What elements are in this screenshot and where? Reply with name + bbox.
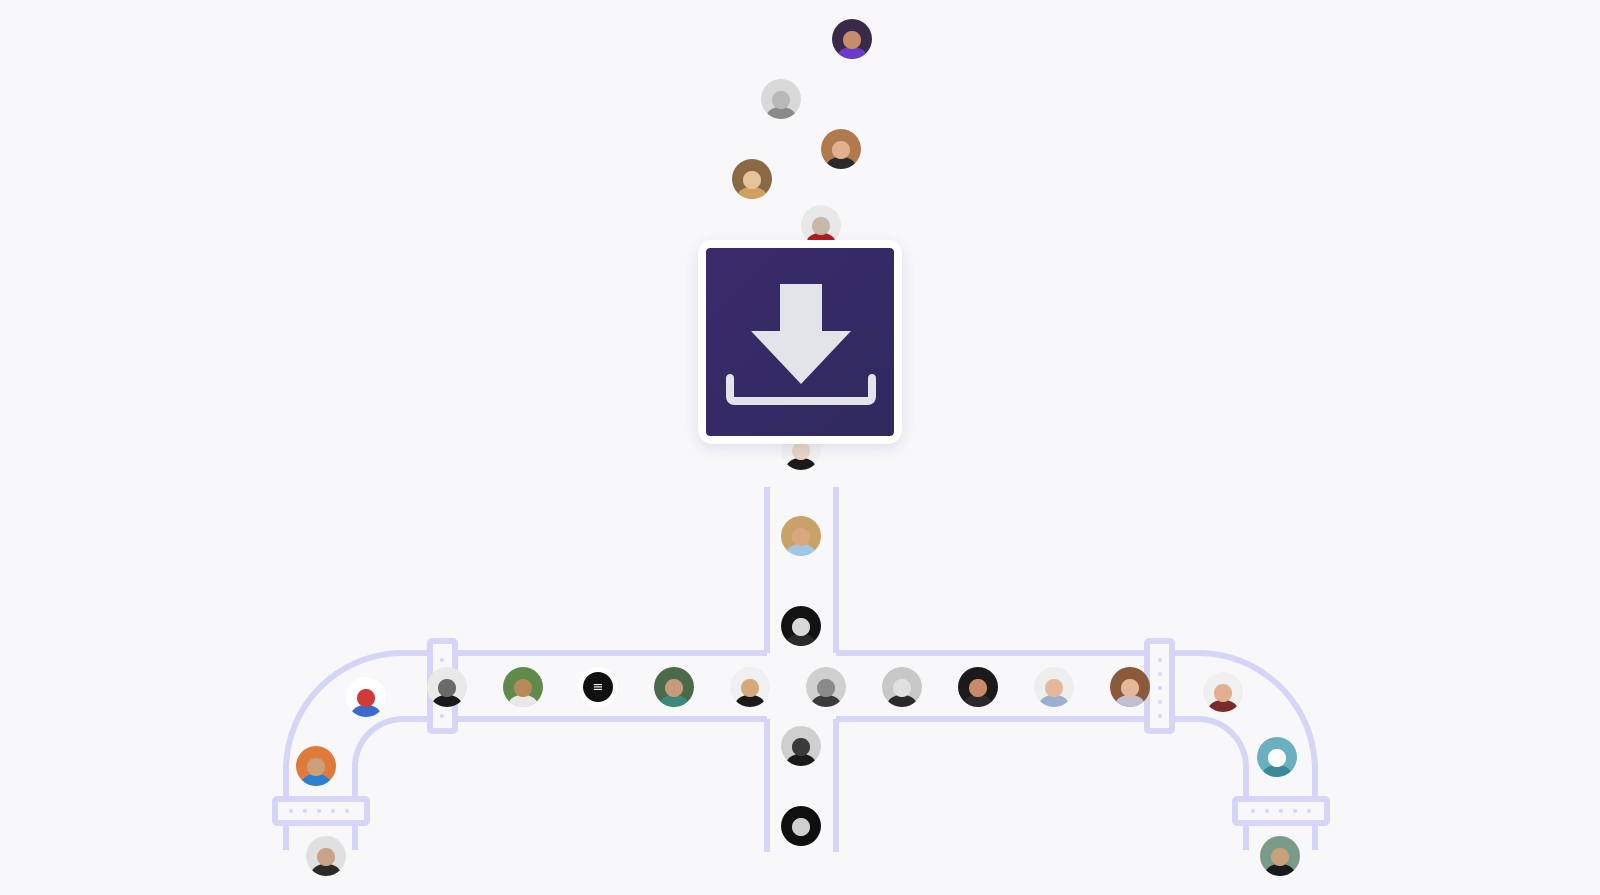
avatar-face: [1214, 684, 1232, 702]
avatar-face: [307, 758, 325, 776]
avatar-shoulders: [1261, 765, 1293, 777]
avatar-shoulders: [310, 864, 342, 876]
avatar-horizontal-pipe-2: [503, 667, 543, 707]
right-outlet-flange: [1232, 796, 1330, 826]
avatar-shoulders: [1264, 864, 1296, 876]
avatar-face: [792, 818, 810, 836]
avatar-horizontal-pipe-3: ≡: [578, 667, 618, 707]
avatar-face: [438, 679, 456, 697]
right-elbow-outer: [1172, 650, 1318, 850]
avatar-right-branch-2: [1257, 737, 1297, 777]
avatar-face: [1268, 749, 1286, 767]
avatar-left-branch-2: [296, 746, 336, 786]
avatar-left-branch-1: [346, 677, 386, 717]
avatar-shoulders: [765, 107, 797, 119]
avatar-shoulders: [350, 705, 382, 717]
avatar-shoulders: [962, 695, 994, 707]
avatar-face: [1045, 679, 1063, 697]
avatar-face: [792, 738, 810, 756]
avatar-horizontal-pipe-8: [958, 667, 998, 707]
avatar-shoulders: [785, 458, 817, 470]
avatar-face: [792, 528, 810, 546]
avatar-left-branch-3: [306, 836, 346, 876]
hexagon-logo-icon: ≡: [583, 672, 613, 702]
avatar-face: [357, 689, 375, 707]
avatar-face: [772, 91, 790, 109]
avatar-vertical-pipe-4: [781, 806, 821, 846]
avatar-falling-2: [761, 79, 801, 119]
avatar-shoulders: [785, 754, 817, 766]
avatar-face: [743, 171, 761, 189]
avatar-shoulders: [658, 695, 690, 707]
avatar-horizontal-pipe-10: [1110, 667, 1150, 707]
left-outlet-flange: [272, 796, 370, 826]
avatar-shoulders: [300, 774, 332, 786]
avatar-shoulders: [825, 157, 857, 169]
avatar-horizontal-pipe-6: [806, 667, 846, 707]
avatar-shoulders: [734, 695, 766, 707]
avatar-shoulders: [1038, 695, 1070, 707]
avatar-face: [969, 679, 987, 697]
avatar-shoulders: [736, 187, 768, 199]
avatar-shoulders: [785, 544, 817, 556]
avatar-face: [741, 679, 759, 697]
avatar-face: [817, 679, 835, 697]
avatar-horizontal-pipe-7: [882, 667, 922, 707]
avatar-face: [832, 141, 850, 159]
avatar-vertical-pipe-2: [781, 606, 821, 646]
avatar-falling-5: [801, 205, 841, 245]
right-joint-flange: [1144, 638, 1175, 734]
avatar-vertical-pipe-3: [781, 726, 821, 766]
avatar-vertical-pipe-1: [781, 516, 821, 556]
avatar-shoulders: [1207, 700, 1239, 712]
download-tile[interactable]: [706, 248, 894, 436]
avatar-face: [812, 217, 830, 235]
avatar-face: [514, 679, 532, 697]
avatar-right-branch-1: [1203, 672, 1243, 712]
avatar-face: [792, 618, 810, 636]
left-elbow-inner: [352, 716, 430, 850]
avatar-horizontal-pipe-9: [1034, 667, 1074, 707]
avatar-horizontal-pipe-5: [730, 667, 770, 707]
avatar-face: [317, 848, 335, 866]
download-card[interactable]: [698, 240, 902, 444]
avatar-shoulders: [810, 695, 842, 707]
avatar-face: [665, 679, 683, 697]
avatar-shoulders: [507, 695, 539, 707]
avatar-shoulders: [1114, 695, 1146, 707]
avatar-horizontal-pipe-1: [427, 667, 467, 707]
avatar-shoulders: [785, 634, 817, 646]
download-icon: [726, 284, 876, 405]
avatar-face: [893, 679, 911, 697]
left-elbow-outer: [283, 650, 430, 850]
avatar-face: [1121, 679, 1139, 697]
avatar-right-branch-3: [1260, 836, 1300, 876]
avatar-horizontal-pipe-4: [654, 667, 694, 707]
avatar-face: [792, 442, 810, 460]
avatar-shoulders: [431, 695, 463, 707]
avatar-falling-3: [821, 129, 861, 169]
avatar-shoulders: [836, 47, 868, 59]
avatar-falling-1: [832, 19, 872, 59]
avatar-shoulders: [785, 834, 817, 846]
avatar-face: [1271, 848, 1289, 866]
avatar-falling-4: [732, 159, 772, 199]
avatar-face: [843, 31, 861, 49]
avatar-shoulders: [886, 695, 918, 707]
right-elbow-inner: [1172, 716, 1249, 850]
